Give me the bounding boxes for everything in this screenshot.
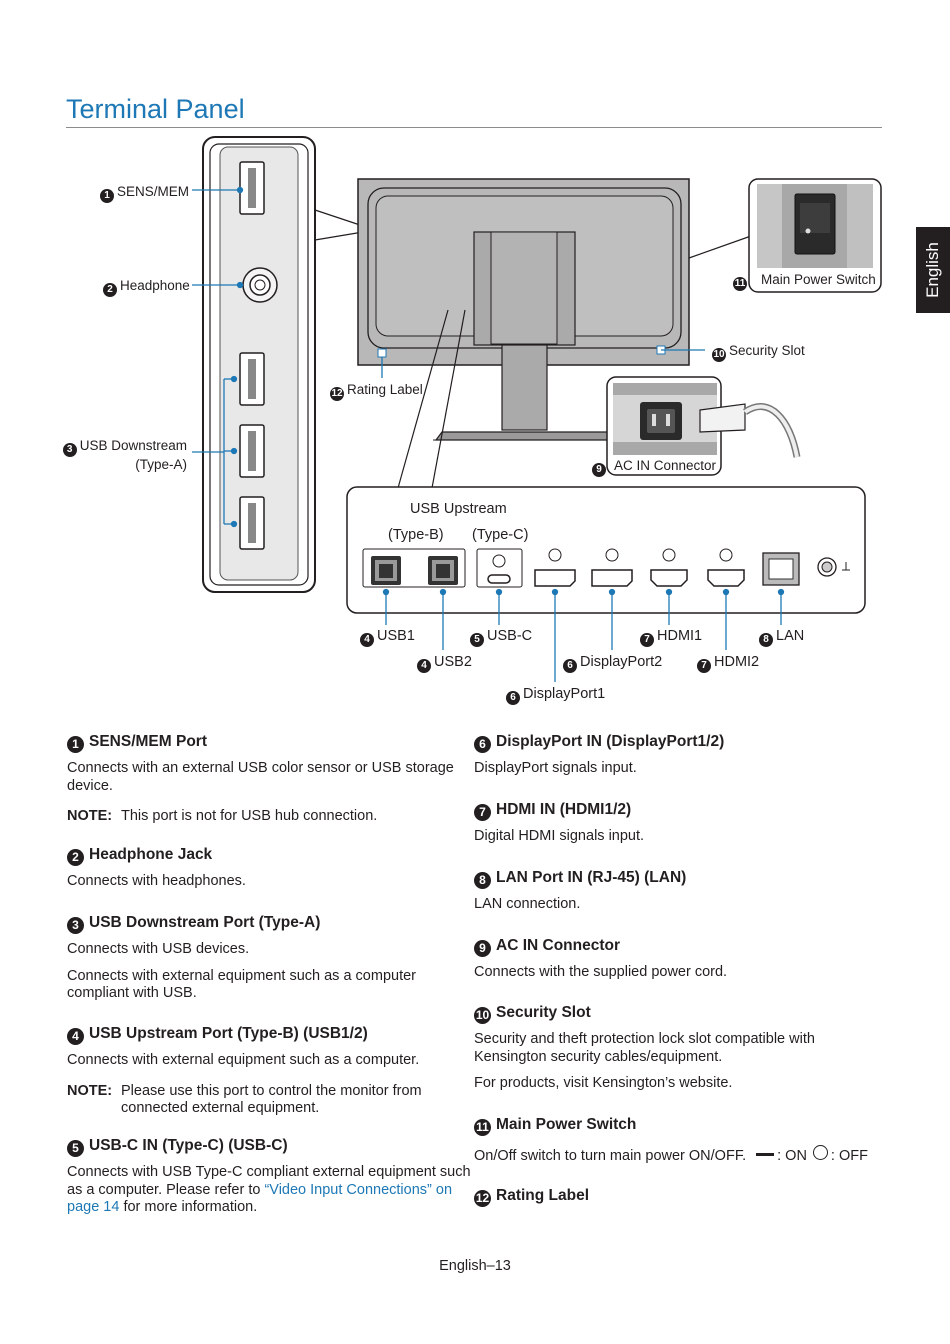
video-input-connections-link[interactable]: “Video Input Connections” on page 14 [67, 1181, 453, 1216]
label-type-b: (Type-B) [388, 527, 444, 543]
section-text: Security and theft protection lock slot … [474, 1031, 815, 1065]
page-footer: English–13 [439, 1258, 511, 1274]
label-usb-upstream: USB Upstream [410, 501, 507, 517]
section-text: Connects with an external USB color sens… [67, 760, 454, 794]
usb-c-port-icon [487, 574, 511, 584]
power-switch-inset [688, 178, 882, 293]
title-divider [66, 127, 882, 128]
section-text: On/Off switch to turn main power ON/OFF.… [474, 1145, 894, 1166]
displayport2-port-icon [591, 569, 633, 587]
section-text: Connects with USB devices. [67, 941, 250, 957]
section-note: NOTE:This port is not for USB hub connec… [67, 808, 378, 824]
language-tab: English [916, 227, 950, 313]
displayport1-port-icon [534, 569, 576, 587]
section-text: Connects with external equipment such as… [67, 967, 416, 1002]
section-text: Connects with external equipment such as… [67, 1052, 420, 1068]
power-cord-plug-icon [699, 403, 746, 433]
on-symbol-icon [756, 1153, 775, 1156]
rear-terminal-box [346, 486, 866, 614]
label-type-c: (Type-C) [472, 527, 529, 543]
section-text: Connects with headphones. [67, 873, 246, 889]
off-symbol-icon [812, 1145, 828, 1160]
section-text: Connects with the supplied power cord. [474, 964, 728, 980]
section-note: NOTE:Please use this port to control the… [67, 1082, 422, 1117]
section-text: Digital HDMI signals input. [474, 828, 645, 844]
section-text: LAN connection. [474, 896, 581, 912]
hdmi1-port-icon [650, 569, 688, 587]
section-text: Connects with USB Type-C compliant exter… [67, 1164, 471, 1216]
ac-in-inset [606, 376, 801, 476]
hdmi2-port-icon [707, 569, 745, 587]
section-text: For products, visit Kensington’s website… [474, 1075, 733, 1091]
terminal-panel-diagram [192, 136, 882, 682]
monitor-rear-view [357, 178, 690, 441]
page-title: Terminal Panel [66, 94, 245, 124]
section-text: DisplayPort signals input. [474, 760, 637, 776]
side-terminal-panel [202, 136, 316, 593]
